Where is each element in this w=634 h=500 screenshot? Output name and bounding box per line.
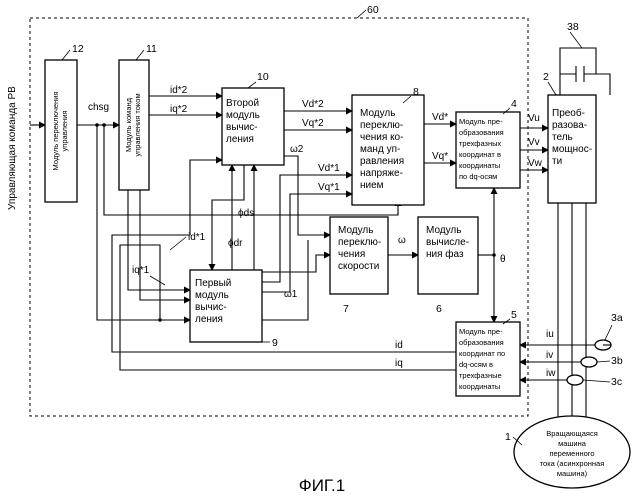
block-2-line-2: разова- bbox=[552, 120, 587, 131]
ref-11: 11 bbox=[146, 43, 157, 55]
signal-id1: id*1 bbox=[188, 232, 206, 243]
ref-4: 4 bbox=[511, 98, 517, 110]
signal-omega: ω bbox=[398, 235, 406, 246]
signal-omega1: ω1 bbox=[284, 289, 298, 300]
block-9-line-2: модуль bbox=[195, 290, 229, 301]
signal-vw: Vw bbox=[528, 158, 543, 169]
ref-60: 60 bbox=[367, 4, 379, 16]
block-10-line-4: ления bbox=[226, 134, 254, 145]
block-8-line-5: равления bbox=[360, 156, 404, 167]
current-sensor-3c bbox=[567, 375, 583, 385]
signal-iw: iw bbox=[546, 368, 556, 379]
signal-phids: ϕds bbox=[238, 208, 254, 219]
block-9-line-1: Первый bbox=[195, 278, 231, 289]
block-5-line-5: трехфазные bbox=[459, 371, 502, 380]
block-10-line-3: вычис- bbox=[226, 122, 258, 133]
block-8-line-2: переклю- bbox=[360, 120, 403, 131]
signal-vd1: Vd*1 bbox=[318, 163, 340, 174]
signal-vv: Vv bbox=[528, 137, 540, 148]
block-7-line-1: Модуль bbox=[338, 225, 373, 236]
signal-vd: Vd* bbox=[432, 112, 448, 123]
signal-theta: θ bbox=[500, 254, 506, 265]
block-6-line-2: вычисле- bbox=[426, 237, 469, 248]
signal-vq: Vq* bbox=[432, 151, 448, 162]
block-4-line-2: образования bbox=[459, 128, 504, 137]
signal-id2: id*2 bbox=[170, 85, 188, 96]
signal-omega2: ω2 bbox=[290, 144, 304, 155]
ref-1: 1 bbox=[505, 431, 511, 443]
block-5-line-2: образования bbox=[459, 338, 504, 347]
block-4-line-1: Модуль пре- bbox=[459, 117, 503, 126]
signal-iv: iv bbox=[546, 350, 553, 361]
block-9-line-4: ления bbox=[195, 314, 223, 325]
block-5-line-4: dq-осям в bbox=[459, 360, 493, 369]
ref-10: 10 bbox=[257, 71, 269, 83]
signal-vd2: Vd*2 bbox=[302, 99, 324, 110]
block-11-line-1: Модуль команд bbox=[124, 97, 133, 152]
ref-12: 12 bbox=[72, 43, 84, 55]
ref-3a: 3a bbox=[611, 312, 623, 324]
block-9-line-3: вычис- bbox=[195, 302, 227, 313]
signal-chsg: chsg bbox=[88, 102, 109, 113]
signal-vq1: Vq*1 bbox=[318, 182, 340, 193]
block-5-line-6: координаты bbox=[459, 382, 500, 391]
block-12-line-2: управления bbox=[60, 111, 69, 152]
block-5-line-3: координат по bbox=[459, 349, 505, 358]
signal-iq: iq bbox=[395, 358, 403, 369]
block-1-line-2: машина bbox=[558, 439, 587, 448]
ref-9: 9 bbox=[272, 337, 278, 349]
block-2-line-1: Преоб- bbox=[552, 107, 585, 119]
block-11-line-2: управления током bbox=[133, 93, 142, 156]
block-5-line-1: Модуль пре- bbox=[459, 327, 503, 336]
block-8-line-6: напряже- bbox=[360, 168, 403, 179]
block-12-line-1: Модуль переключения bbox=[51, 92, 60, 171]
current-sensor-3b bbox=[581, 357, 597, 367]
ref-3c: 3c bbox=[611, 376, 622, 388]
signal-id: id bbox=[395, 340, 403, 351]
ref-3b: 3b bbox=[611, 355, 623, 367]
block-1-line-1: Вращающаяся bbox=[546, 429, 598, 438]
ref-2: 2 bbox=[543, 71, 549, 83]
block-4-line-6: по dq-осям bbox=[459, 172, 497, 181]
input-command-label: Управляющая команда РВ bbox=[7, 86, 18, 210]
block-2-line-4: мощнос- bbox=[552, 144, 592, 155]
block-4-line-3: трехфазных bbox=[459, 139, 502, 148]
block-1-line-4: тока (асинхронная bbox=[540, 459, 605, 468]
signal-phidr: ϕdr bbox=[228, 238, 243, 249]
block-7-line-4: скорости bbox=[338, 261, 379, 272]
block-2-line-5: ти bbox=[552, 156, 562, 167]
signal-iu: iu bbox=[546, 329, 554, 340]
block-6-line-3: ния фаз bbox=[426, 248, 464, 260]
signal-iq2: iq*2 bbox=[170, 104, 188, 115]
block-1-line-3: переменного bbox=[549, 449, 594, 458]
block-4-line-5: координаты bbox=[459, 161, 500, 170]
figure-caption: ФИГ.1 bbox=[299, 476, 345, 495]
block-7-line-2: переклю- bbox=[338, 237, 381, 248]
block-1-line-5: машина) bbox=[557, 469, 588, 478]
block-8-line-3: чения ко- bbox=[360, 132, 403, 143]
ref-7: 7 bbox=[343, 303, 349, 315]
block-8-line-7: нием bbox=[360, 180, 384, 191]
block-4-line-4: координат в bbox=[459, 150, 501, 159]
block-6-line-1: Модуль bbox=[426, 225, 461, 236]
signal-iq1: iq*1 bbox=[132, 265, 150, 276]
signal-vu: Vu bbox=[528, 113, 540, 124]
ref-5: 5 bbox=[511, 309, 517, 321]
block-7-line-3: чения bbox=[338, 249, 365, 260]
block-10-line-2: модуль bbox=[226, 110, 260, 121]
signal-vq2: Vq*2 bbox=[302, 118, 324, 129]
ref-8: 8 bbox=[413, 86, 419, 98]
ref-6: 6 bbox=[436, 303, 442, 315]
block-8-line-1: Модуль bbox=[360, 108, 395, 119]
block-2-line-3: тель bbox=[552, 132, 573, 143]
block-8-line-4: манд уп- bbox=[360, 144, 400, 155]
ref-38: 38 bbox=[567, 21, 579, 33]
block-10-line-1: Второй bbox=[226, 98, 259, 109]
